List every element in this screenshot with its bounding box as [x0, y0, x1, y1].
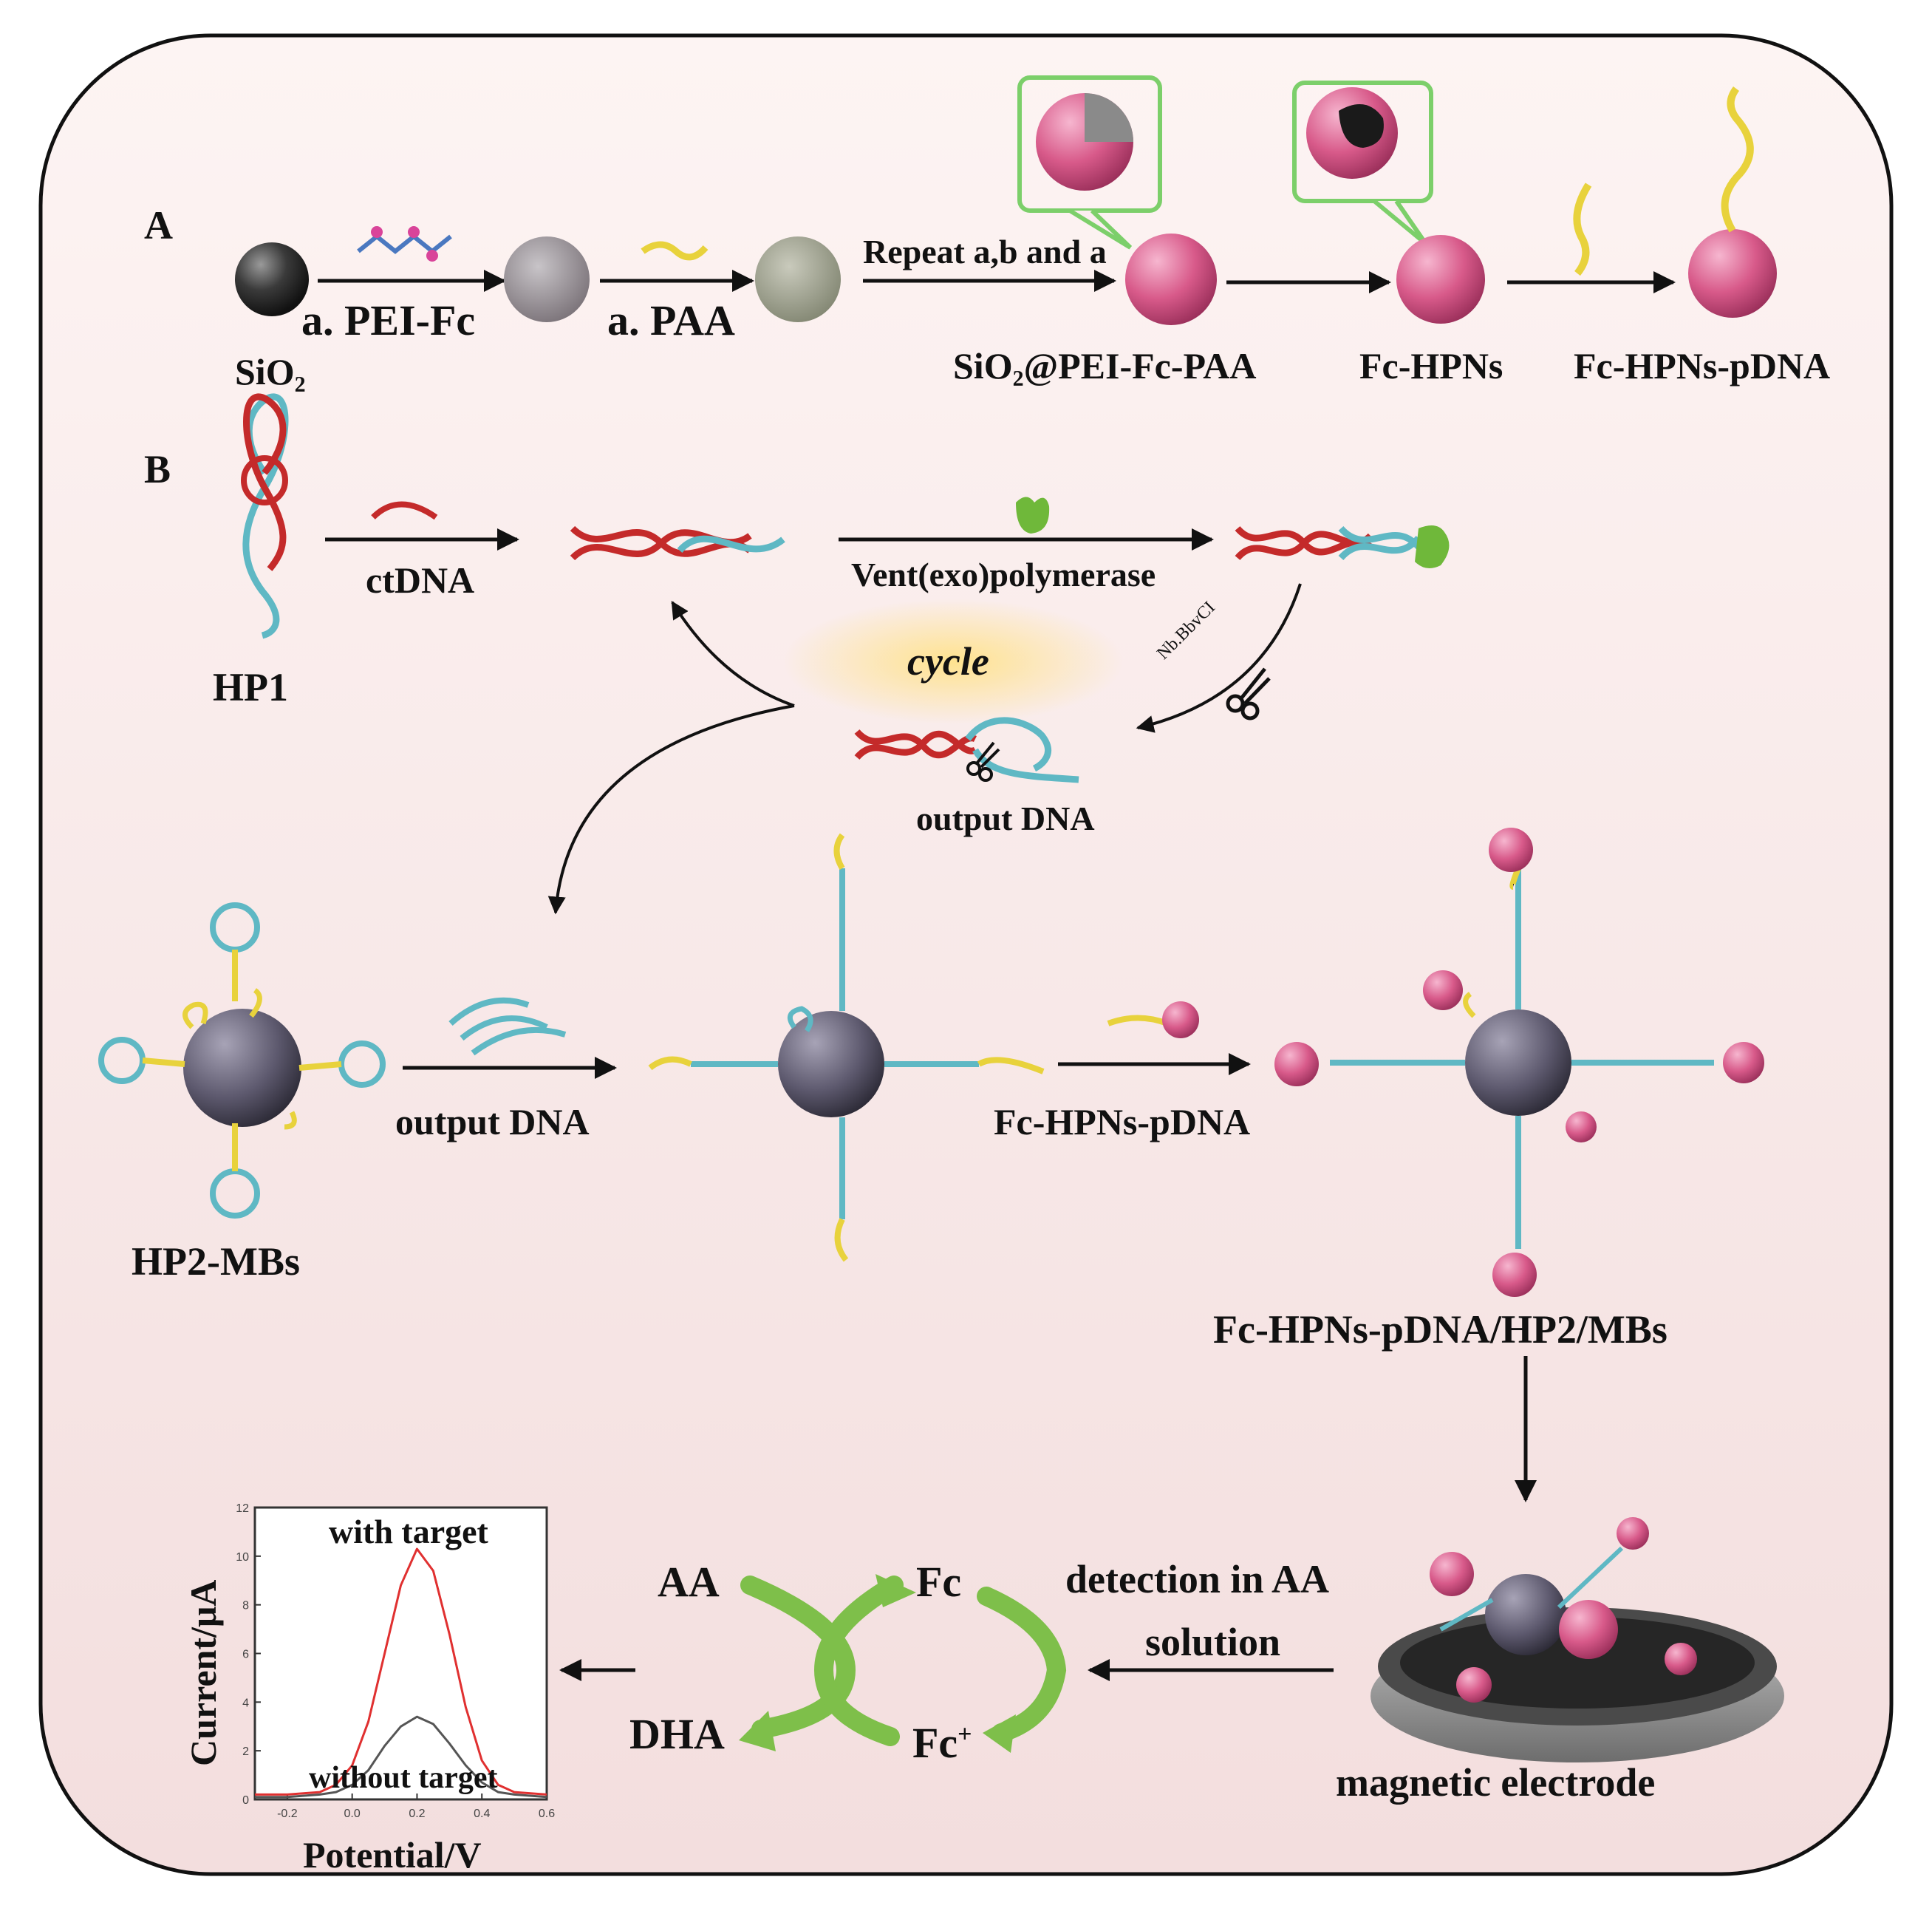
- fcplus-label: Fc+: [912, 1719, 972, 1767]
- callout-tail-1: [1068, 208, 1133, 250]
- fc-label: Fc: [916, 1558, 962, 1606]
- scissors-icon-1: [1226, 667, 1271, 721]
- output-dna-label-1: output DNA: [916, 800, 1095, 837]
- annotation-with-target: with target: [329, 1513, 488, 1550]
- detection-label-line1: detection in AA: [1065, 1557, 1329, 1601]
- complex-bead: [1274, 828, 1764, 1297]
- fc-hpns-pdna-label: Fc-HPNs-pDNA: [1574, 345, 1831, 386]
- y-tick-label: 8: [242, 1600, 249, 1612]
- series-line-with-target: [255, 1547, 547, 1796]
- electrode-label: magnetic electrode: [1336, 1760, 1656, 1805]
- extended-duplex: [1235, 525, 1450, 568]
- paa-label: a. PAA: [607, 296, 735, 344]
- chart-plot-area: [253, 1506, 548, 1801]
- cycle-label: cycle: [907, 639, 989, 684]
- repeat-label: Repeat a,b and a: [863, 233, 1107, 270]
- x-tick-label: 0.0: [344, 1808, 361, 1820]
- sio2-particle: [235, 242, 309, 316]
- polymerase-icon: [1016, 497, 1050, 534]
- x-tick-label: 0.4: [474, 1808, 490, 1820]
- paa-chain: [641, 241, 709, 261]
- dha-label: DHA: [629, 1710, 725, 1758]
- hp1-label: HP1: [213, 665, 288, 709]
- y-tick-label: 2: [242, 1745, 249, 1758]
- panel-a-graphics: [235, 75, 1777, 325]
- probe-strand: [1107, 1015, 1169, 1026]
- sio2-pei-fc-paa-particle: [1125, 234, 1217, 325]
- arrow-nicking: [1136, 583, 1302, 733]
- x-axis-label: Potential/V: [303, 1834, 482, 1876]
- dpv-chart: -0.2 0.0 0.2 0.4 0.6 0 2 4 6 8 10 12: [236, 1502, 555, 1820]
- magnetic-electrode: [1371, 1517, 1784, 1762]
- redox-cycle: [740, 1576, 1067, 1746]
- y-tick-label: 10: [236, 1551, 249, 1564]
- sio2-pei-fc-paa-label: SiO₂@PEI-Fc-PAA: [953, 345, 1257, 386]
- ctdna-strand: [371, 501, 438, 520]
- rounded-frame: [38, 33, 1894, 1876]
- pei-coated-particle: [504, 236, 590, 322]
- arrow-output-down: [547, 704, 795, 915]
- sio2-label: SiO₂: [235, 351, 306, 392]
- redox-arrow-fc: [875, 1574, 916, 1607]
- probe-label: Fc-HPNs-pDNA: [994, 1101, 1251, 1142]
- detection-label-line2: solution: [1145, 1620, 1281, 1664]
- series-line-without-target: [255, 1715, 547, 1799]
- fc-hpns-label: Fc-HPNs: [1359, 345, 1503, 386]
- panel-b-graphics: [98, 393, 1784, 1762]
- paa-coated-particle: [755, 236, 841, 322]
- redox-arrow-fcplus: [983, 1714, 1016, 1753]
- fc-hpns-pdna-particle: [1688, 229, 1777, 318]
- panel-a-label: A: [144, 203, 173, 248]
- complex-label: Fc-HPNs-pDNA/HP2/MBs: [1213, 1307, 1668, 1352]
- panel-b-label: B: [144, 447, 171, 491]
- hp2-mbs-bead: [98, 902, 386, 1219]
- pdna-strand: [1573, 183, 1592, 276]
- arrow-cycle-back: [671, 600, 795, 707]
- callout-box-2: [1292, 81, 1433, 203]
- scissors-icon-2: [966, 741, 1000, 782]
- hybrid-duplex: [570, 525, 785, 561]
- y-tick-label: 4: [242, 1697, 249, 1709]
- pei-fc-molecule: [357, 234, 452, 254]
- output-dna-label-2: output DNA: [395, 1101, 590, 1142]
- y-axis-label: Current/μA: [182, 1579, 224, 1766]
- y-tick-label: 0: [242, 1794, 249, 1807]
- pei-fc-label: a. PEI-Fc: [301, 296, 476, 344]
- y-tick-label: 12: [236, 1502, 249, 1515]
- output-dna-strands: [448, 997, 567, 1056]
- ctdna-label: ctDNA: [366, 559, 475, 601]
- x-tick-label: 0.2: [409, 1808, 425, 1820]
- probe-particle: [1162, 1001, 1199, 1038]
- y-tick-label: 6: [242, 1649, 249, 1661]
- x-tick-label: 0.6: [539, 1808, 555, 1820]
- intermediate-bead: [648, 833, 1045, 1262]
- annotation-without-target: without target: [309, 1761, 498, 1795]
- redox-arrow-dha: [739, 1711, 776, 1751]
- fc-hpns-particle: [1396, 235, 1485, 324]
- cycle-glow: [783, 599, 1123, 724]
- hp2-mbs-label: HP2-MBs: [132, 1239, 300, 1284]
- hp1-hairpin: [241, 393, 289, 639]
- x-tick-label: -0.2: [277, 1808, 298, 1820]
- polymerase-label: Vent(exo)polymerase: [851, 556, 1156, 593]
- aa-label: AA: [658, 1558, 720, 1606]
